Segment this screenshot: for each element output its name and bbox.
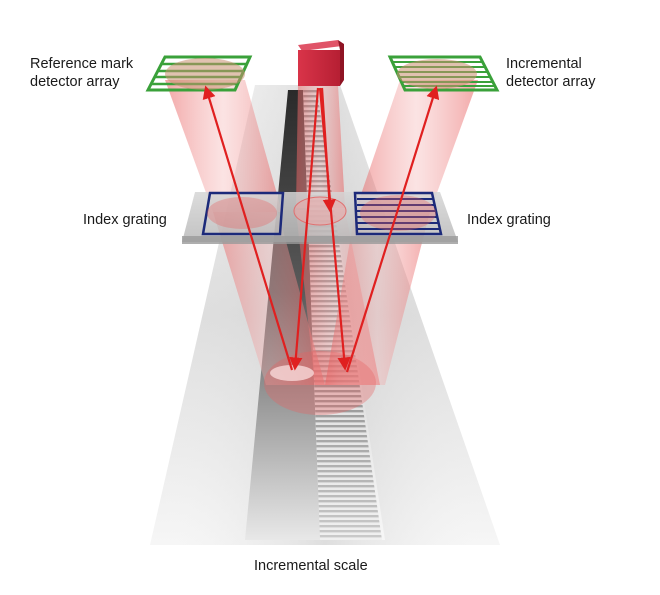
index-grating-label-left: Index grating (83, 212, 167, 228)
light-beams (165, 80, 478, 415)
incremental-detector-label: Incremental detector array (506, 55, 595, 91)
ray-arrows (202, 85, 440, 373)
incremental-detector-array (387, 55, 500, 92)
incremental-scale-label: Incremental scale (254, 558, 368, 574)
light-source (298, 40, 344, 86)
reference-detector-label: Reference mark detector array (30, 55, 133, 91)
reference-detector-label-line1: Reference mark (30, 56, 134, 72)
ray-reference-to-detector (202, 85, 294, 371)
ray-source-short (320, 87, 336, 213)
reference-index-window (201, 191, 285, 236)
index-grating-label-right: Index grating (467, 212, 551, 228)
reference-detector-label-line2: detector array (30, 74, 120, 90)
ray-source-to-reference (289, 87, 320, 371)
incremental-detector-label-line2: detector array (506, 74, 596, 90)
reference-detector-array (145, 55, 253, 92)
ray-incremental-to-detector (345, 85, 440, 373)
incremental-detector-label-line1: Incremental (506, 56, 582, 72)
index-grating-plate (182, 191, 458, 244)
